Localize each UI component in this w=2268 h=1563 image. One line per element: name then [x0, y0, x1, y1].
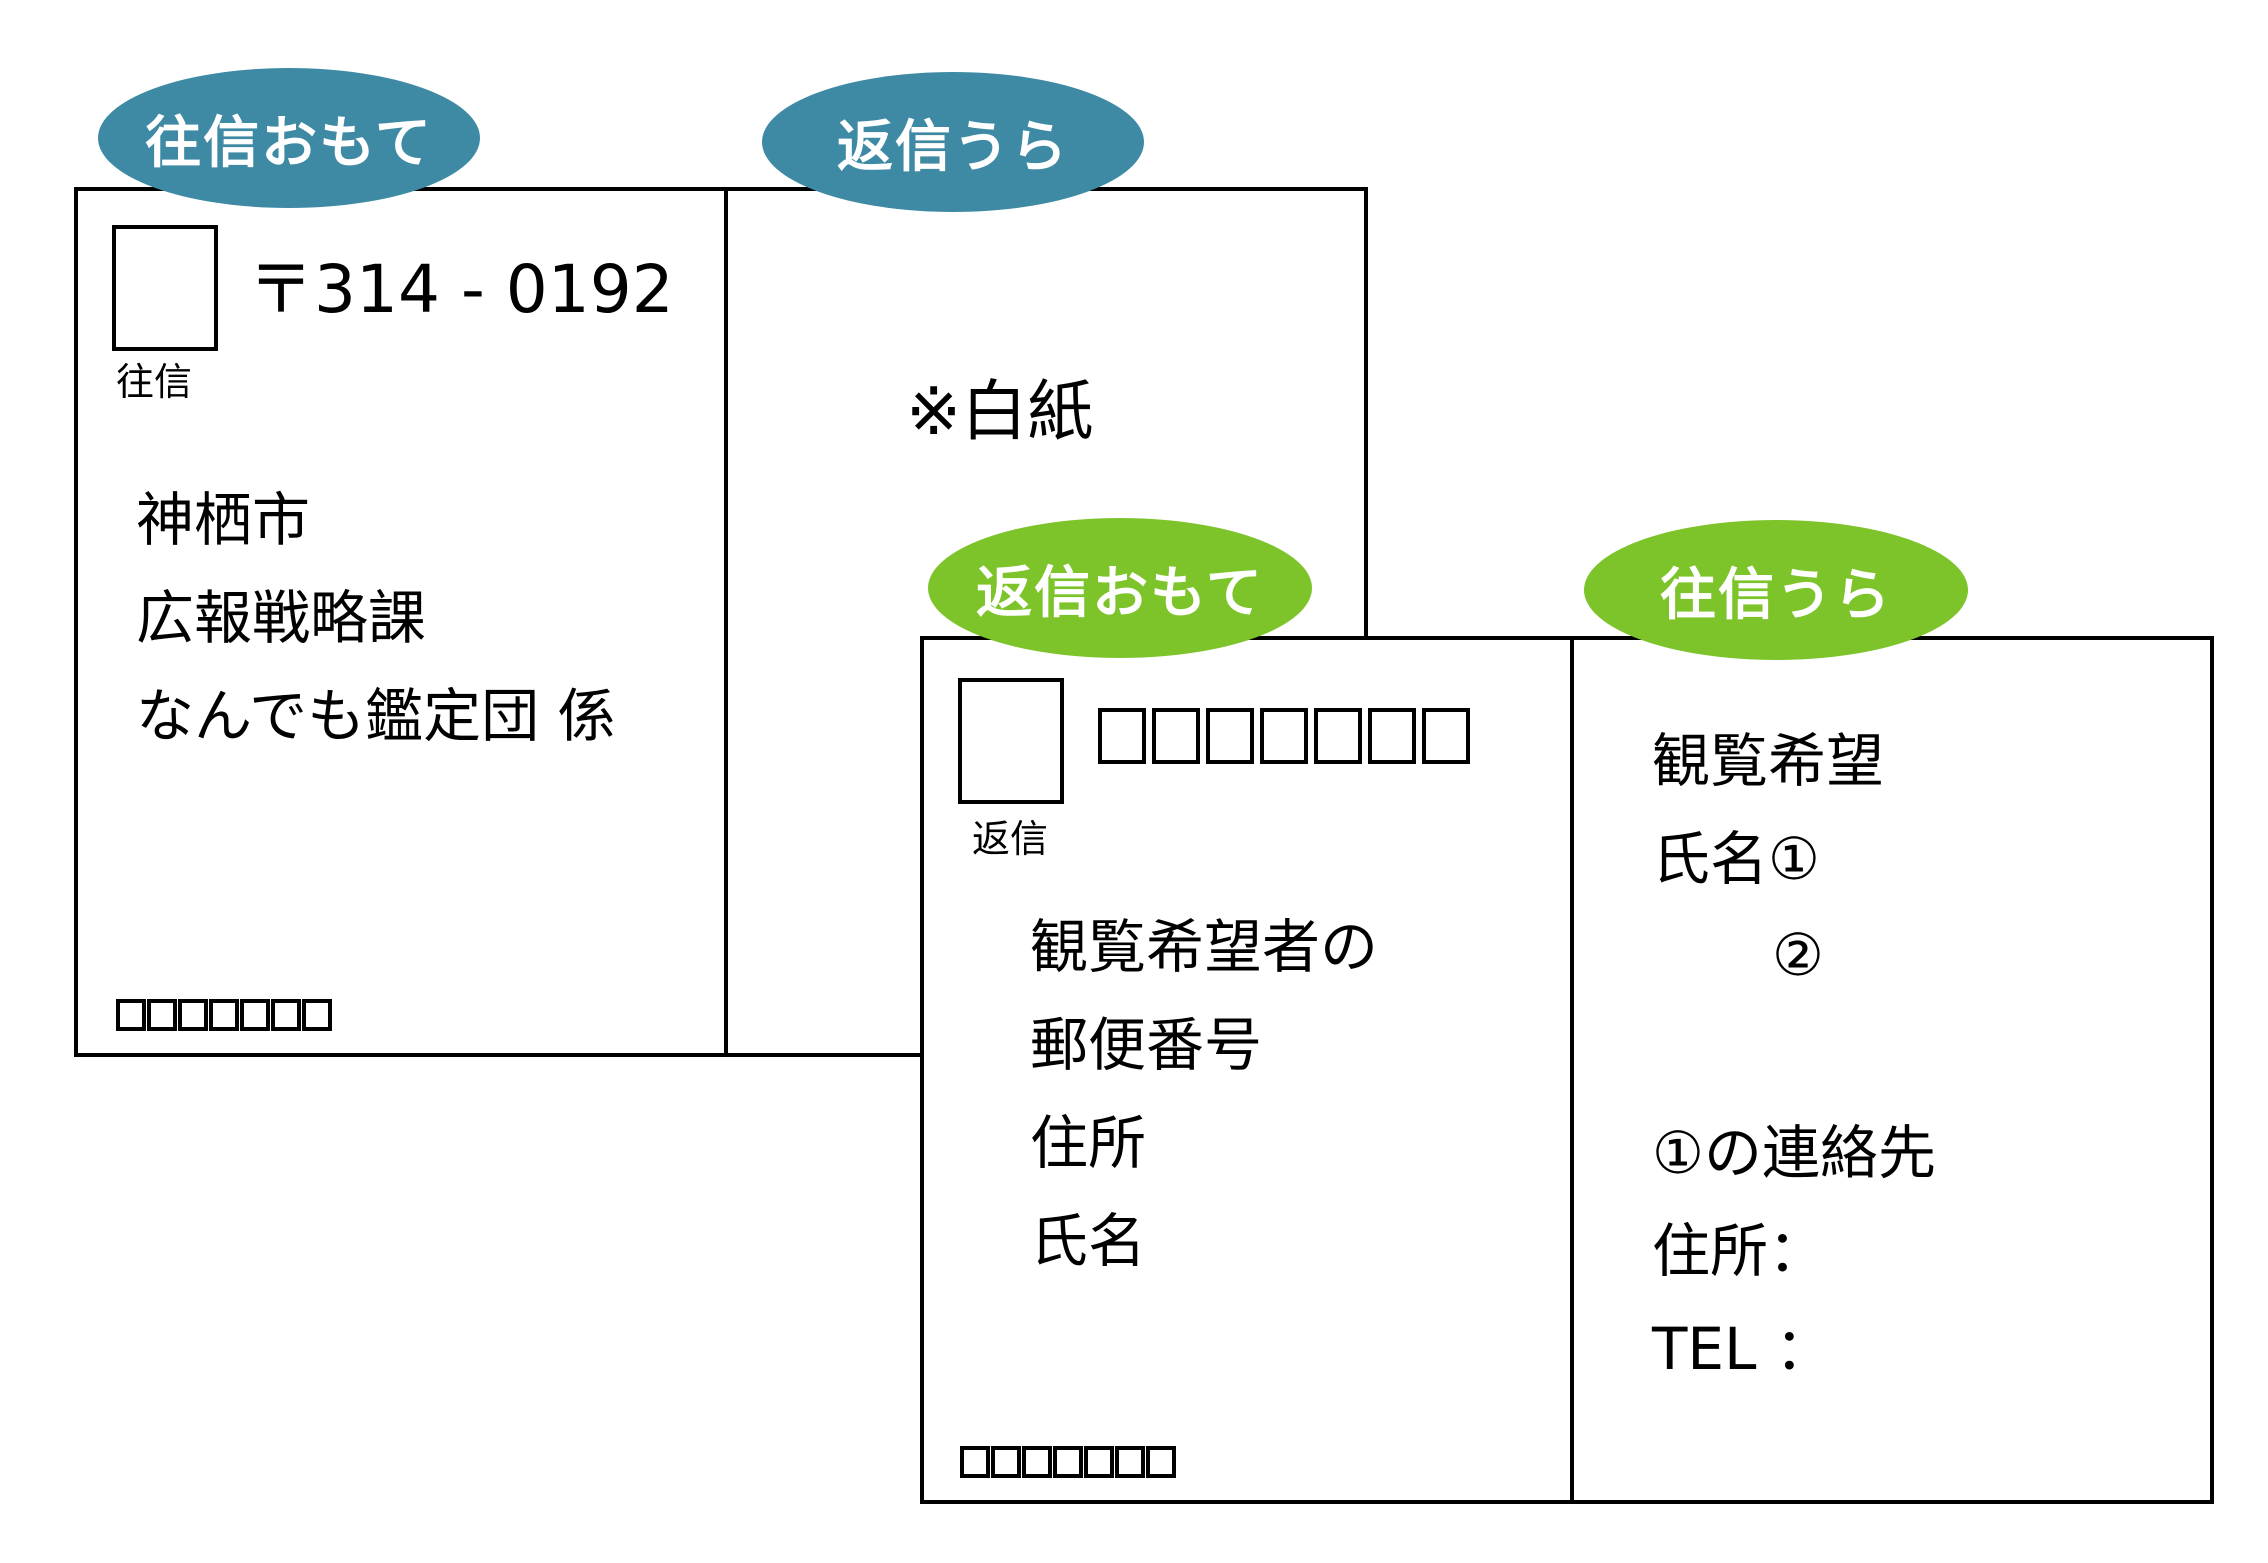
reply-back-line-2: 氏名①: [1652, 825, 1820, 893]
reply-stamp-box: [958, 678, 1064, 804]
sender-box: [209, 999, 239, 1031]
sender-box: [991, 1446, 1021, 1478]
address-line-1: 神栖市: [136, 486, 311, 554]
postal-box: [1206, 708, 1254, 764]
sender-box: [178, 999, 208, 1031]
postal-box: [1368, 708, 1416, 764]
sender-box: [1053, 1446, 1083, 1478]
postal-code: 〒314 - 0192: [248, 251, 674, 328]
reply-back-line-6: TEL ：: [1652, 1315, 1833, 1383]
sender-boxes: [116, 999, 333, 1031]
postal-box: [1314, 708, 1362, 764]
sender-box: [1115, 1446, 1145, 1478]
postal-box: [1422, 708, 1470, 764]
postal-box: [1098, 708, 1146, 764]
sender-box: [1146, 1446, 1176, 1478]
blank-note: ※白紙: [906, 373, 1094, 450]
sender-box: [271, 999, 301, 1031]
sender-box: [1022, 1446, 1052, 1478]
outgoing-stamp-box: [112, 225, 218, 351]
reply-back-line-3: ②: [1772, 921, 1824, 989]
outgoing-front-label: 往信おもて: [98, 68, 480, 208]
reply-front: 返信 観覧希望者の 郵便番号 住所 氏名: [924, 640, 1574, 1500]
reply-address-line-2: 郵便番号: [1030, 1011, 1263, 1079]
outgoing-back-label: 返信うら: [762, 72, 1144, 212]
reply-stamp-caption: 返信: [972, 817, 1049, 861]
sender-box: [302, 999, 332, 1031]
postal-box: [1260, 708, 1308, 764]
sender-box: [960, 1446, 990, 1478]
sender-box: [116, 999, 146, 1031]
outgoing-stamp-caption: 往信: [116, 360, 193, 404]
sender-box: [147, 999, 177, 1031]
outgoing-front: 往信 〒314 - 0192 神栖市 広報戦略課 なんでも鑑定団 係: [78, 191, 728, 1053]
reply-postal-boxes: [1098, 708, 1476, 764]
sender-box: [1084, 1446, 1114, 1478]
outgoing-back: ※白紙: [728, 191, 1364, 1053]
reply-back-line-4: ①の連絡先: [1652, 1119, 1936, 1187]
address-line-3: なんでも鑑定団 係: [136, 682, 616, 750]
reply-front-label: 返信おもて: [928, 518, 1312, 658]
reply-back-line-5: 住所：: [1652, 1217, 1827, 1285]
address-line-2: 広報戦略課: [136, 584, 427, 652]
reply-postcard: 返信 観覧希望者の 郵便番号 住所 氏名 観覧希望 氏名① ② ①の連絡先 住所…: [920, 636, 2214, 1504]
reply-back: 観覧希望 氏名① ② ①の連絡先 住所： TEL ：: [1574, 640, 2210, 1500]
reply-sender-boxes: [960, 1446, 1177, 1478]
reply-address-line-3: 住所: [1030, 1109, 1147, 1177]
reply-address-line-1: 観覧希望者の: [1030, 913, 1379, 981]
reply-address-line-4: 氏名: [1030, 1207, 1147, 1275]
sender-box: [240, 999, 270, 1031]
reply-back-label: 往信うら: [1584, 520, 1968, 660]
reply-back-line-1: 観覧希望: [1652, 727, 1885, 795]
postal-box: [1152, 708, 1200, 764]
